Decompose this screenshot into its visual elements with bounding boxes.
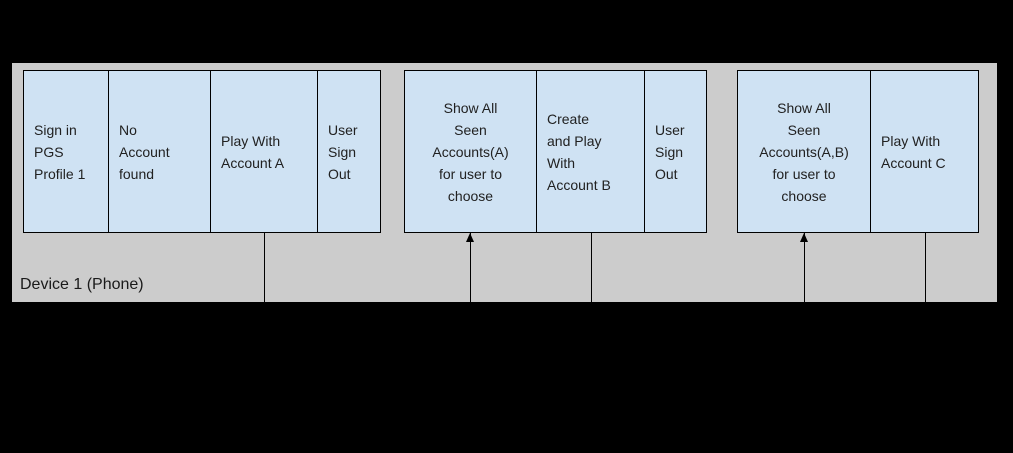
step-user-sign-out-1: User Sign Out [318,70,381,233]
step-label: Show All Seen Accounts(A) for user to ch… [432,99,509,204]
step-no-account-found: No Account found [109,70,211,233]
step-label: User Sign Out [655,121,685,182]
arrowhead-up-icon [800,233,808,242]
step-label: Show All Seen Accounts(A,B) for user to … [759,99,849,204]
step-user-sign-out-2: User Sign Out [645,70,707,233]
step-label: Sign in PGS Profile 1 [34,121,86,182]
step-create-and-play-with-account-b: Create and Play With Account B [537,70,645,233]
drop-line-play-with-account-a [264,233,265,302]
step-label: User Sign Out [328,121,358,182]
step-sign-in-pgs-profile-1: Sign in PGS Profile 1 [23,70,109,233]
step-play-with-account-a: Play With Account A [211,70,318,233]
arrowhead-up-icon [466,233,474,242]
step-label: Play With Account A [221,132,285,171]
arrow-up-show-accounts-a [466,233,474,302]
step-show-all-seen-accounts-a-b: Show All Seen Accounts(A,B) for user to … [737,70,871,233]
drop-line-create-and-play-account-b [591,233,592,302]
flow-group-session-2: Show All Seen Accounts(A) for user to ch… [404,70,707,233]
step-label: Play With Account C [881,132,946,171]
arrow-up-show-accounts-a-b [800,233,808,302]
step-play-with-account-c: Play With Account C [871,70,979,233]
device-lane-label: Device 1 (Phone) [20,276,144,293]
step-label: No Account found [119,121,170,182]
step-label: Create and Play With Account B [547,110,611,193]
flow-group-session-1: Sign in PGS Profile 1 No Account found P… [23,70,381,233]
flow-group-session-3: Show All Seen Accounts(A,B) for user to … [737,70,979,233]
device-1-lane: Sign in PGS Profile 1 No Account found P… [12,63,997,302]
step-show-all-seen-accounts-a: Show All Seen Accounts(A) for user to ch… [404,70,537,233]
drop-line-play-with-account-c [925,233,926,302]
